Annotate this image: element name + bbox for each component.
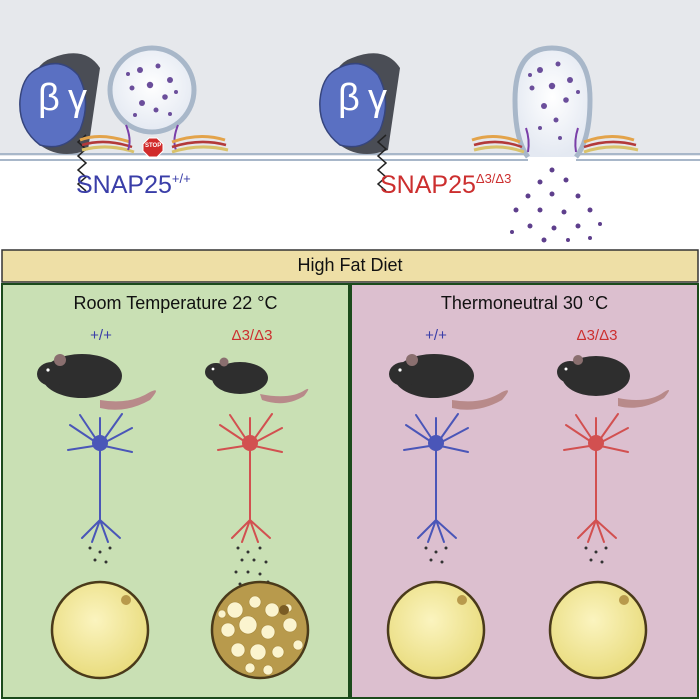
beta-subunit-label: β (38, 77, 60, 119)
neuron-mut-thermoneutral (563, 413, 629, 543)
snap25-wild-type-label: SNAP25+/+ (76, 171, 191, 199)
synaptic-vesicle-fusing (512, 45, 593, 159)
g-beta-gamma-complex-left (19, 53, 101, 192)
release-dots-wt-thermoneutral (424, 546, 448, 564)
adipocyte-wt-room-temp (50, 580, 150, 680)
panel-title-room-temperature: Room Temperature 22 °C (73, 293, 278, 313)
snare-complex-left (79, 124, 229, 154)
adipocyte-browned-mut-room-temp (210, 580, 310, 680)
gamma-subunit-label-right: γ (368, 77, 387, 119)
banner-title: High Fat Diet (297, 255, 403, 275)
genotype-wt-thermoneutral: +/+ (425, 327, 447, 344)
release-dots-wt-room-temp (88, 546, 112, 564)
extracellular-background (0, 156, 700, 250)
stop-sign-icon (142, 137, 164, 158)
genotype-mut-room-temp: Δ3/Δ3 (231, 327, 273, 344)
release-dots-mut-thermoneutral (584, 546, 608, 564)
neuron-mut-room-temp (217, 413, 283, 543)
beta-subunit-label-right: β (338, 77, 360, 119)
panel-title-thermoneutral: Thermoneutral 30 °C (440, 293, 609, 313)
lipid-anchor (76, 134, 88, 192)
released-neurotransmitter (510, 167, 602, 243)
diet-banner (1, 249, 699, 283)
adipocyte-wt-thermoneutral (386, 580, 486, 680)
neuron-wt-room-temp (67, 413, 133, 543)
plasma-membrane-right (350, 153, 700, 161)
genotype-mut-thermoneutral: Δ3/Δ3 (576, 327, 618, 344)
snap25-mutant-label: SNAP25Δ3/Δ3 (380, 171, 512, 199)
genotype-wt-room-temp: +/+ (90, 327, 112, 344)
mouse-wt-room-temp (37, 354, 156, 410)
plasma-membrane-left (0, 153, 350, 161)
synaptic-vesicle-closed (107, 45, 197, 135)
adipocyte-mut-thermoneutral (548, 580, 648, 680)
mouse-mut-room-temp (205, 357, 309, 404)
neuron-wt-thermoneutral (403, 413, 469, 543)
mouse-wt-thermoneutral (389, 354, 508, 410)
stop-sign-text: STOP (145, 143, 162, 149)
g-beta-gamma-complex-right (319, 53, 400, 192)
gamma-subunit-label: γ (68, 77, 87, 119)
lipid-anchor (376, 134, 388, 192)
snare-complex-right (471, 127, 639, 154)
mouse-mut-thermoneutral (557, 355, 669, 408)
